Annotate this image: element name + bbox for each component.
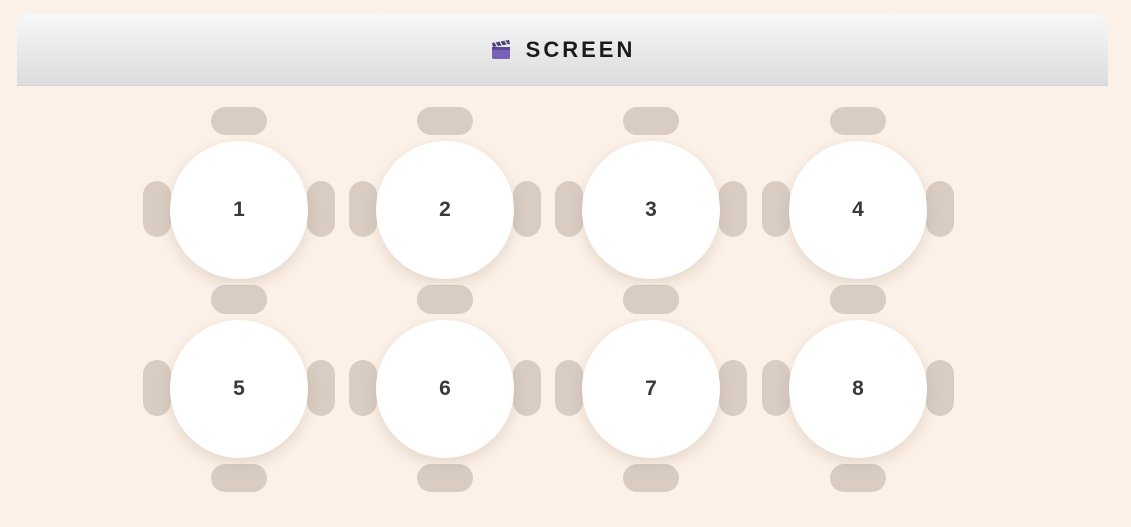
chair-top[interactable]	[417, 107, 473, 135]
table-group-6: 6	[349, 286, 541, 492]
chair-top[interactable]	[417, 286, 473, 314]
table-2[interactable]: 2	[376, 141, 514, 279]
table-4[interactable]: 4	[789, 141, 927, 279]
table-group-2: 2	[349, 107, 541, 313]
table-number: 1	[233, 198, 245, 221]
table-8[interactable]: 8	[789, 320, 927, 458]
clapperboard-icon	[490, 39, 512, 61]
chair-left[interactable]	[555, 360, 583, 416]
chair-top[interactable]	[211, 107, 267, 135]
chair-left[interactable]	[143, 360, 171, 416]
table-number: 7	[645, 377, 657, 400]
table-7[interactable]: 7	[582, 320, 720, 458]
chair-right[interactable]	[719, 360, 747, 416]
chair-right[interactable]	[926, 181, 954, 237]
table-1[interactable]: 1	[170, 141, 308, 279]
table-6[interactable]: 6	[376, 320, 514, 458]
chair-bottom[interactable]	[417, 464, 473, 492]
chair-right[interactable]	[307, 360, 335, 416]
table-number: 2	[439, 198, 451, 221]
chair-right[interactable]	[307, 181, 335, 237]
chair-bottom[interactable]	[830, 464, 886, 492]
table-number: 6	[439, 377, 451, 400]
chair-left[interactable]	[762, 360, 790, 416]
chair-top[interactable]	[211, 286, 267, 314]
chair-left[interactable]	[555, 181, 583, 237]
screen-banner: SCREEN	[17, 14, 1108, 86]
chair-bottom[interactable]	[623, 464, 679, 492]
chair-bottom[interactable]	[211, 464, 267, 492]
chair-right[interactable]	[926, 360, 954, 416]
chair-top[interactable]	[623, 107, 679, 135]
table-number: 8	[852, 377, 864, 400]
table-number: 5	[233, 377, 245, 400]
chair-left[interactable]	[762, 181, 790, 237]
chair-left[interactable]	[349, 360, 377, 416]
chair-left[interactable]	[349, 181, 377, 237]
chair-top[interactable]	[830, 107, 886, 135]
table-group-5: 5	[143, 286, 335, 492]
screen-label: SCREEN	[525, 37, 636, 62]
table-group-4: 4	[762, 107, 954, 313]
table-3[interactable]: 3	[582, 141, 720, 279]
table-group-3: 3	[555, 107, 747, 313]
chair-right[interactable]	[513, 360, 541, 416]
chair-left[interactable]	[143, 181, 171, 237]
table-group-7: 7	[555, 286, 747, 492]
chair-right[interactable]	[513, 181, 541, 237]
chair-right[interactable]	[719, 181, 747, 237]
table-group-8: 8	[762, 286, 954, 492]
chair-top[interactable]	[623, 286, 679, 314]
table-number: 3	[645, 198, 657, 221]
table-group-1: 1	[143, 107, 335, 313]
chair-top[interactable]	[830, 286, 886, 314]
table-number: 4	[852, 198, 864, 221]
table-5[interactable]: 5	[170, 320, 308, 458]
